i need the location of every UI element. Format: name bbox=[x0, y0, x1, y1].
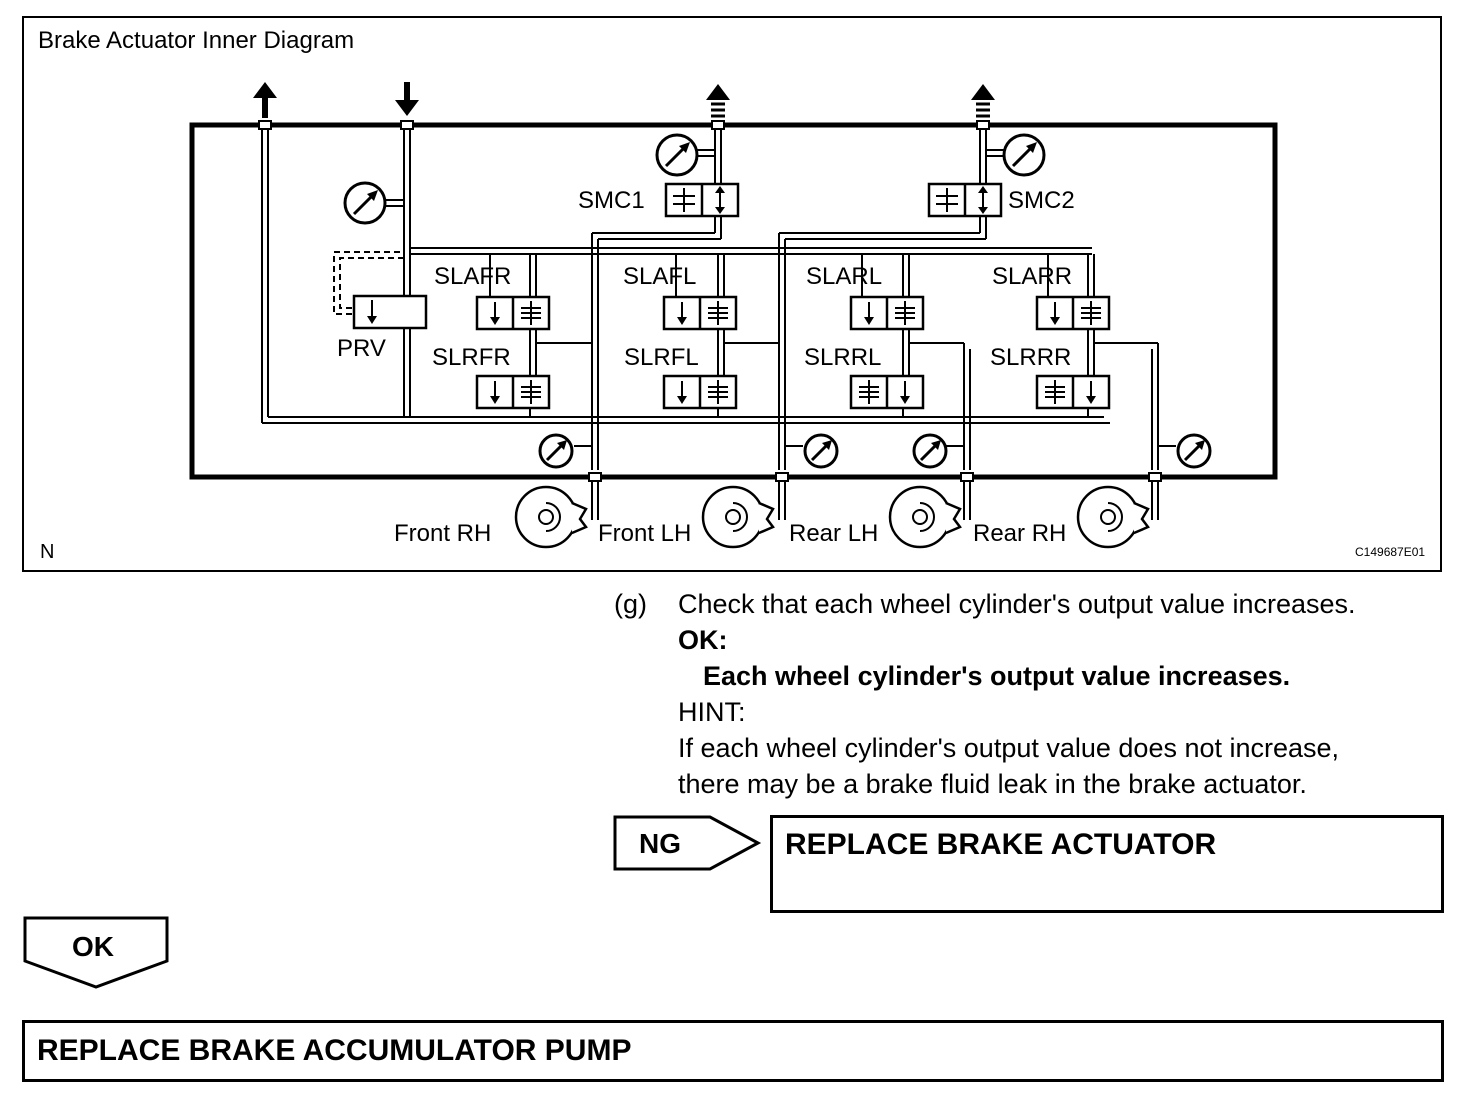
diagram-frame bbox=[22, 16, 1442, 572]
label-smc1: SMC1 bbox=[578, 187, 645, 214]
rear-rh-brake-icon bbox=[1076, 485, 1150, 549]
pressure-gauge-icon bbox=[912, 433, 948, 469]
step-instruction: Check that each wheel cylinder's output … bbox=[678, 589, 1356, 619]
port-arrow-dashed-up-icon bbox=[971, 84, 995, 118]
slrfr-valve bbox=[475, 374, 551, 410]
port bbox=[976, 120, 990, 130]
port bbox=[711, 120, 725, 130]
slrrl-valve bbox=[849, 374, 925, 410]
port bbox=[258, 120, 272, 130]
port-arrow-down-icon bbox=[395, 82, 419, 116]
step-marker: (g) bbox=[614, 589, 647, 619]
brake-actuator-diagram: Brake Actuator Inner Diagram N C149687E0… bbox=[38, 27, 1425, 563]
port-arrow-up-icon bbox=[253, 82, 277, 118]
port bbox=[1148, 472, 1162, 482]
pressure-gauge-icon bbox=[803, 433, 839, 469]
label-front-rh: Front RH bbox=[394, 520, 491, 547]
port-arrow-dashed-up-icon bbox=[706, 84, 730, 118]
smc2-valve bbox=[927, 182, 1003, 218]
diagram-title: Brake Actuator Inner Diagram bbox=[38, 27, 354, 54]
figure-code: C149687E01 bbox=[1355, 545, 1425, 559]
label-slarr: SLARR bbox=[992, 263, 1072, 290]
port bbox=[400, 120, 414, 130]
pressure-gauge-icon bbox=[1176, 433, 1212, 469]
ok-arrow-tag: OK bbox=[23, 916, 169, 989]
label-slarl: SLARL bbox=[806, 263, 882, 290]
label-slrrl: SLRRL bbox=[804, 344, 881, 371]
front-lh-brake-icon bbox=[701, 485, 775, 549]
hydraulic-lines bbox=[261, 128, 1176, 520]
pressure-gauge-icon bbox=[1002, 133, 1046, 177]
ok-label: OK: bbox=[678, 625, 728, 655]
ok-result: Each wheel cylinder's output value incre… bbox=[703, 661, 1291, 691]
ok-action-box: REPLACE BRAKE ACCUMULATOR PUMP bbox=[22, 1020, 1444, 1082]
slrfl-valve bbox=[662, 374, 738, 410]
ng-tag-label: NG bbox=[639, 828, 681, 859]
ng-arrow-tag: NG bbox=[613, 815, 762, 871]
port bbox=[775, 472, 789, 482]
pressure-gauge-icon bbox=[343, 181, 387, 225]
port bbox=[588, 472, 602, 482]
slrrr-valve bbox=[1035, 374, 1111, 410]
smc1-valve bbox=[664, 182, 740, 218]
label-smc2: SMC2 bbox=[1008, 187, 1075, 214]
actuator-housing bbox=[189, 122, 1278, 480]
prv-pilot-line bbox=[333, 251, 400, 315]
hint-line-2: there may be a brake fluid leak in the b… bbox=[678, 769, 1307, 799]
ok-tag-label: OK bbox=[72, 931, 114, 962]
slafr-valve bbox=[475, 295, 551, 331]
corner-mark: N bbox=[40, 541, 54, 563]
front-rh-brake-icon bbox=[514, 485, 588, 549]
prv-valve bbox=[352, 294, 428, 330]
label-slrrr: SLRRR bbox=[990, 344, 1071, 371]
ng-action-box: REPLACE BRAKE ACTUATOR bbox=[770, 815, 1444, 913]
label-rear-rh: Rear RH bbox=[973, 520, 1066, 547]
ok-action-text: REPLACE BRAKE ACCUMULATOR PUMP bbox=[37, 1034, 632, 1067]
label-slrfr: SLRFR bbox=[432, 344, 511, 371]
label-slafr: SLAFR bbox=[434, 263, 511, 290]
label-prv: PRV bbox=[337, 335, 386, 362]
pressure-gauge-icon bbox=[655, 133, 699, 177]
label-slrfl: SLRFL bbox=[624, 344, 699, 371]
hint-label: HINT: bbox=[678, 697, 746, 727]
hint-line-1: If each wheel cylinder's output value do… bbox=[678, 733, 1340, 763]
pressure-gauge-icon bbox=[538, 433, 574, 469]
ng-action-text: REPLACE BRAKE ACTUATOR bbox=[785, 828, 1217, 861]
slarr-valve bbox=[1035, 295, 1111, 331]
label-rear-lh: Rear LH bbox=[789, 520, 878, 547]
rear-lh-brake-icon bbox=[888, 485, 962, 549]
label-front-lh: Front LH bbox=[598, 520, 691, 547]
label-slafl: SLAFL bbox=[623, 263, 696, 290]
slarl-valve bbox=[849, 295, 925, 331]
port bbox=[960, 472, 974, 482]
slafl-valve bbox=[662, 295, 738, 331]
